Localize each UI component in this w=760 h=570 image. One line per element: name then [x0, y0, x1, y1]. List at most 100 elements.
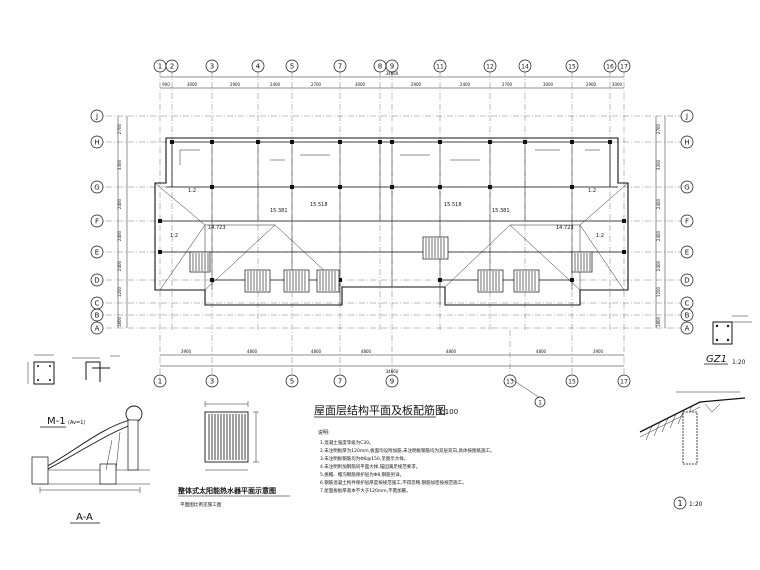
- left-dim: 2400: [117, 230, 122, 241]
- solar-subtitle: 平面图比例见施工图: [180, 501, 222, 508]
- overall-dim-top: 34660: [386, 71, 399, 76]
- axis-label: 11: [436, 64, 444, 71]
- aa-section-detail: A-A: [31, 405, 150, 524]
- bottom-dim: 4800: [311, 349, 322, 354]
- axis-label: A: [95, 325, 100, 333]
- axis-label: 1: [158, 63, 162, 71]
- top-dim: 2700: [311, 82, 322, 87]
- left-dim: 2400: [117, 260, 122, 271]
- solar-title: 整体式太阳能热水器平面示意图: [177, 486, 276, 495]
- note-line: 3.未注明板钢筋均为Φ8@150,见图示大样。: [320, 455, 408, 462]
- main-scale: 1:100: [438, 408, 458, 416]
- note-line: 6.钢筋混凝土构件保护层厚度按规范施工,不得忽略,钢筋加密按规范施工。: [320, 479, 467, 486]
- top-dim: 3000: [612, 82, 623, 87]
- note-line: 1.混凝土强度等级为C30。: [320, 439, 374, 446]
- bottom-dim: 3900: [181, 349, 192, 354]
- gz1-title: GZ1: [706, 354, 727, 365]
- right-dim: 2400: [656, 260, 661, 271]
- axis-label: 15: [568, 379, 576, 386]
- axis-label: 8: [378, 63, 382, 71]
- axis-label: 17: [620, 379, 628, 386]
- right-dim: 3300: [656, 159, 661, 170]
- axis-label: 15: [568, 64, 576, 71]
- axis-label: B: [95, 312, 100, 320]
- axis-label: C: [95, 300, 100, 308]
- axis-label: 3: [210, 63, 214, 71]
- gz1-detail: GZ1 1:20: [704, 315, 752, 366]
- axis-label: C: [685, 300, 690, 308]
- dimension-texts: 34660 34660 900 3000 2900 2400 2700 3000…: [117, 71, 661, 374]
- axis-label: 5: [290, 63, 294, 71]
- axis-label: J: [95, 113, 98, 121]
- top-dim: 2400: [460, 82, 471, 87]
- top-dim: 2700: [502, 82, 513, 87]
- detail1-scale: 1:20: [689, 501, 703, 508]
- left-dim: 2400: [117, 198, 122, 209]
- left-dim: 2700: [117, 123, 122, 134]
- slope-label: 1:2: [588, 188, 596, 194]
- axis-lines: [95, 60, 686, 378]
- axis-label: 3: [210, 378, 214, 386]
- note-line: 5.挑檐、檐沟钢筋保护层为Φ8,钢筋另详。: [320, 471, 404, 478]
- axis-bubbles-top: 1 2 3 4 5 7 8 9 11 12 14 15 16 17: [153, 59, 631, 73]
- elevation-label: 15.381: [492, 208, 510, 214]
- axis-label: G: [94, 184, 99, 192]
- top-dim: 3000: [543, 82, 554, 87]
- axis-label: 7: [338, 63, 342, 71]
- axis-label: J: [685, 113, 688, 121]
- aa-title: A-A: [76, 512, 93, 523]
- right-dim: 1200: [656, 286, 661, 297]
- overall-dim-bottom: 34660: [386, 369, 399, 374]
- axis-label: F: [95, 218, 99, 226]
- gz1-scale: 1:20: [732, 359, 746, 366]
- axis-label: 7: [338, 378, 342, 386]
- solar-collector-plan: [189, 236, 593, 293]
- note-line: 7.屋面板板厚基本不大于120mm,不需加腋。: [320, 487, 411, 494]
- m1-title: M-1: [47, 416, 66, 427]
- bottom-dim: 4800: [247, 349, 258, 354]
- bottom-dim: 3900: [593, 349, 604, 354]
- top-dim: 3000: [187, 82, 198, 87]
- top-dim: 2900: [586, 82, 597, 87]
- axis-label: 16: [606, 64, 614, 71]
- right-dim: 1800: [656, 316, 661, 327]
- axis-label: G: [684, 184, 689, 192]
- left-dim: 1800: [117, 316, 122, 327]
- slope-label: 1:2: [188, 188, 196, 194]
- detail1-number: 1: [677, 499, 682, 508]
- notes-heading: 说明:: [318, 429, 330, 436]
- m1-detail: M-1 (Av=1): [27, 354, 120, 428]
- top-dim: 2900: [230, 82, 241, 87]
- right-dim: 2400: [656, 198, 661, 209]
- axis-label: 13: [506, 379, 514, 386]
- axis-bubbles-right: J H G F E D C B A: [680, 109, 694, 335]
- detail-1-marker: [673, 496, 687, 510]
- axis-label: E: [685, 249, 689, 257]
- axis-label: B: [685, 312, 690, 320]
- bottom-dim: 4800: [446, 349, 457, 354]
- top-dim: 3000: [355, 82, 366, 87]
- axis-label: 1: [158, 378, 162, 386]
- elevation-label: 15.518: [310, 202, 328, 208]
- bottom-dim: 4800: [361, 349, 372, 354]
- axis-bubbles-bottom: 1 3 5 7 9 13 15 17: [153, 374, 631, 388]
- axis-label: E: [95, 249, 99, 257]
- axis-label: 2: [170, 63, 174, 71]
- dimension-lines: [117, 76, 666, 367]
- axis-label: 14: [521, 64, 529, 71]
- axis-label: 9: [390, 378, 394, 386]
- elevation-label: 14.723: [556, 225, 574, 231]
- axis-label: 4: [256, 63, 261, 71]
- axis-label: 17: [620, 64, 628, 71]
- elevation-label: 14.723: [208, 225, 226, 231]
- note-line: 2.未注明板厚为120mm,板面均设附加筋,未注明板钢筋均为双层双向,具体按图纸…: [320, 447, 494, 454]
- axis-label: 9: [390, 63, 394, 71]
- elevation-label: 15.518: [444, 202, 462, 208]
- axis-label: H: [94, 139, 99, 147]
- right-dim: 2700: [656, 123, 661, 134]
- right-dim: 2400: [656, 230, 661, 241]
- left-dim: 1200: [117, 286, 122, 297]
- callout-number: 1: [538, 400, 542, 407]
- section-callout-marker: [534, 396, 546, 408]
